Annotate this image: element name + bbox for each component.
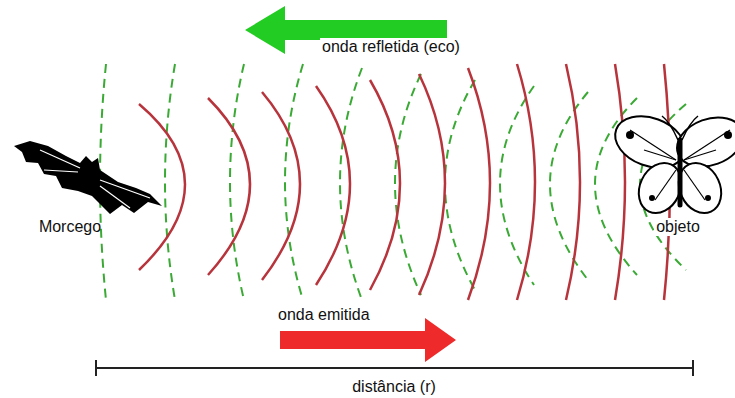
wave-front — [615, 64, 625, 300]
object-label: objeto — [654, 218, 702, 236]
wave-front — [139, 104, 185, 270]
wave-front — [230, 64, 244, 300]
emitted-wave — [139, 64, 670, 300]
distance-bracket — [96, 360, 693, 376]
bat-silhouette — [14, 141, 162, 214]
wave-front — [370, 80, 400, 290]
wave-front — [445, 80, 475, 290]
wave-label: onda emitida — [276, 306, 372, 324]
distance-label: distância (r) — [350, 378, 438, 396]
animal-label: Morcego — [37, 218, 103, 236]
butterfly-object — [608, 107, 735, 220]
wave-front — [468, 68, 490, 300]
wave-front — [517, 64, 535, 300]
wave-front — [316, 86, 350, 285]
wave-front — [208, 98, 250, 275]
wave-front — [550, 92, 588, 280]
wave-front — [566, 64, 580, 300]
reflected-wave — [100, 64, 686, 300]
wave-front — [262, 92, 300, 280]
emitted-arrow — [280, 318, 456, 362]
wave-front — [419, 74, 445, 295]
wave-front — [165, 64, 175, 300]
wave-label: onda refletida (eco) — [320, 38, 462, 56]
